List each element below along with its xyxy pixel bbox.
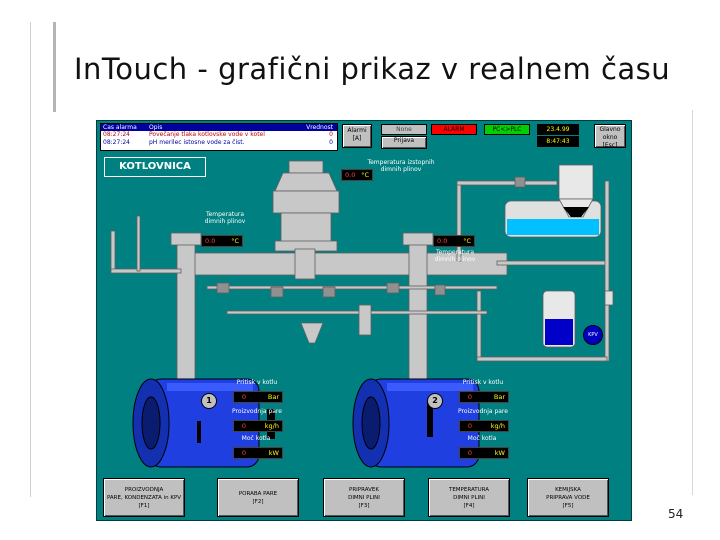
f4-flue-temperature-button[interactable]: TEMPERATURA DIMNI PLINI [F4] [428,478,510,517]
alarm-col-time: Čas alarma [103,124,137,131]
boiler-1-power-unit: kW [268,449,279,457]
slide-decoration [30,22,56,112]
alarm-indicator-label: ALARM [443,126,465,133]
page-number: 54 [668,507,684,521]
slide-title: InTouch - grafični prikaz v realnem času [74,52,671,86]
f1-key: [F1] [138,502,150,509]
boiler-2-power-unit: kW [494,449,505,457]
f5-key: [F5] [562,502,574,509]
boiler-1-steam-unit: kg/h [264,422,279,430]
flue-left-temp-unit: °C [231,237,239,245]
f3-line1: PRIPRAVEK [349,486,379,493]
alarms-button-label: Alarmi [A] [347,127,367,142]
f5-line2: PRIPRAVA VODE [546,494,590,501]
slide-decoration-line-right [692,110,693,495]
f2-steam-consumption-button[interactable]: PORABA PARE [F2] [217,478,299,517]
none-field: None [381,124,427,135]
f4-key: [F4] [463,502,475,509]
flue-right-temp-value: 0.0 °C [433,235,475,247]
kpv-pump[interactable]: KPV [583,325,603,345]
boiler-2-number: 2 [427,393,443,409]
login-button[interactable]: Prijava [381,136,427,149]
boiler-2-pressure-value: 0 Bar [459,391,509,403]
plc-indicator: PC<>PLC [484,124,530,135]
f1-steam-production-button[interactable]: PROIZVODNJA PARE, KONDENZATA in KPV [F1] [103,478,185,517]
boiler-1-pressure-label: Pritisk v kotlu [236,379,278,386]
alarm-indicator: ALARM [431,124,477,135]
alarm-table-header: Čas alarma Opis Vrednost [101,124,337,131]
flue-left-temp-value: 0.0 °C [201,235,243,247]
boiler-2-pressure-label: Pritisk v kotlu [462,379,504,386]
flue-right-temp-number: 0.0 [437,237,448,245]
flue-outlet-temp-unit: °C [361,171,369,179]
process-diagram [110,160,614,468]
f2-line1: PORABA PARE [238,490,278,497]
f3-key: [F3] [358,502,370,509]
boiler-1-power-label: Moč kotla [241,435,271,442]
boiler-2-power-value: 0 kW [459,447,509,459]
alarm-text: pH merilec istosne vode za čist. [149,139,245,146]
main-window-button-label: Glavno okno [Esc] [599,126,621,149]
boiler-2-pressure-number: 0 [467,393,472,401]
boiler-1-pressure-number: 0 [241,393,246,401]
flue-left-temp-label: Temperatura dimnih plinov [204,211,246,225]
boiler-1-steam-value: 0 kg/h [233,420,283,432]
boiler-2-steam-label: Proizvodnja pare [458,408,508,415]
f1-line1: PROIZVODNJA [124,486,164,493]
flue-outlet-temp-label: Temperatura izstopnih dimnih plinov [367,159,435,173]
flue-outlet-temp-value: 0.0 °C [341,169,373,181]
boiler-1-number: 1 [201,393,217,409]
alarm-time: 08:27:24 [103,131,130,138]
alarm-text: Povečanje tlaka kotlovske vode v kotel [149,131,265,138]
login-button-label: Prijava [393,137,415,144]
boiler-2-pressure-unit: Bar [493,393,505,401]
alarm-row[interactable]: 08:27:24 pH merilec istosne vode za čist… [101,139,337,147]
plc-indicator-label: PC<>PLC [492,126,522,133]
time-display: 8:47:43 [537,136,579,147]
boiler-2-power-label: Moč kotla [467,435,497,442]
boiler-1-power-value: 0 kW [233,447,283,459]
boiler-2-power-number: 0 [467,449,472,457]
alarm-table[interactable]: Čas alarma Opis Vrednost 08:27:24 Poveča… [100,123,338,151]
alarms-button[interactable]: Alarmi [A] [342,124,372,148]
boiler-2-steam-unit: kg/h [490,422,505,430]
f3-line2: DIMNI PLINI [348,494,380,501]
flue-left-temp-number: 0.0 [205,237,216,245]
slide-decoration-line [30,112,37,497]
boiler-1-steam-label: Proizvodnja pare [232,408,282,415]
date-display: 23.4.99 [537,124,579,135]
time-value: 8:47:43 [546,138,570,145]
boiler-1-steam-number: 0 [241,422,246,430]
f3-flue-gas-button[interactable]: PRIPRAVEK DIMNI PLINI [F3] [323,478,405,517]
f5-water-treatment-button[interactable]: KEMIJSKA PRIPRAVA VODE [F5] [527,478,609,517]
alarm-row[interactable]: 08:27:24 Povečanje tlaka kotlovske vode … [101,131,337,139]
screen-title: KOTLOVNICA [104,157,206,177]
boiler-1-pressure-value: 0 Bar [233,391,283,403]
alarm-value: 0 [329,139,333,146]
flue-outlet-temp-number: 0.0 [345,171,356,179]
date-value: 23.4.99 [546,126,570,133]
boiler-1-power-number: 0 [241,449,246,457]
flue-right-temp-unit: °C [463,237,471,245]
alarm-value: 0 [329,131,333,138]
none-label: None [396,126,412,133]
alarm-col-value: Vrednost [306,124,333,131]
boiler-2-steam-number: 0 [467,422,472,430]
f5-line1: KEMIJSKA [555,486,581,493]
flue-right-temp-label: Temperatura dimnih plinov [434,249,476,263]
f4-line2: DIMNI PLINI [453,494,485,501]
hmi-screen: Čas alarma Opis Vrednost 08:27:24 Poveča… [96,120,632,521]
f1-line2: PARE, KONDENZATA in KPV [106,494,182,501]
alarm-time: 08:27:24 [103,139,130,146]
boiler-1-pressure-unit: Bar [267,393,279,401]
alarm-col-desc: Opis [149,124,163,131]
f2-key: [F2] [252,498,264,505]
main-window-button[interactable]: Glavno okno [Esc] [594,124,626,149]
boiler-2-steam-value: 0 kg/h [459,420,509,432]
f4-line1: TEMPERATURA [448,486,490,493]
